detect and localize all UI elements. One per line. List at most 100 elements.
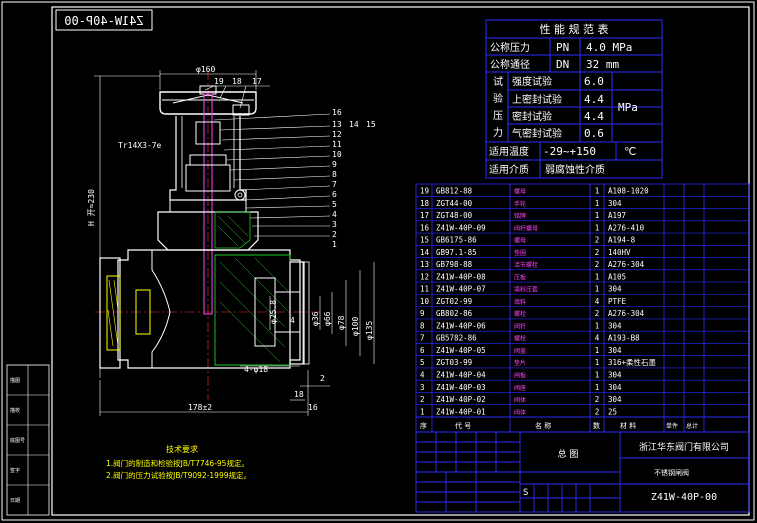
- bom-cell-code: Z41W-40P-07: [436, 285, 486, 294]
- bom-cell-code: GB812-88: [436, 187, 473, 196]
- dim-d135: φ135: [365, 321, 374, 340]
- dim-length: 178±2: [188, 403, 212, 412]
- bom-cell-code: ZGT03-99: [436, 358, 472, 367]
- leader-7: 7: [332, 180, 337, 189]
- bom-cell-material: PTFE: [608, 297, 627, 306]
- spec-table: 性 能 规 范 表 公称压力 PN 4.0 MPa 公称通径 DN 32 mm …: [485, 19, 663, 179]
- bom-cell-code: Z41W-40P-09: [436, 223, 486, 232]
- bom-cell-qty: 1: [595, 272, 600, 281]
- bom-cell-material: A193-B8: [608, 334, 640, 343]
- bom-cell-no: 11: [420, 285, 429, 294]
- valve-drawing: 16 13 14 15 12 11 10 9 8 7 6 5 4 3 2 1 1…: [87, 65, 376, 416]
- title-block: 总 图 浙江华东阀门有限公司 不锈钢闸阀 Z41W-40P-00 S: [415, 431, 750, 513]
- bom-cell-code: Z41W-40P-08: [436, 272, 486, 281]
- spec-pressure-label: 公称压力: [490, 41, 530, 54]
- bom-cell-material: A194-8: [608, 236, 636, 245]
- company-name: 浙江华东阀门有限公司: [639, 441, 729, 453]
- dim-d66: φ66: [323, 311, 332, 326]
- bom-cell-name: 螺栓: [514, 335, 526, 343]
- drawing-frame: [51, 6, 750, 516]
- bom-cell-code: Z41W-40P-04: [436, 371, 486, 380]
- bom-cell-qty: 1: [595, 371, 600, 380]
- spec-diameter-value: 32 mm: [586, 58, 619, 71]
- bom-cell-no: 6: [420, 346, 425, 355]
- test-strength-label: 强度试验: [512, 75, 552, 88]
- bom-header-name: 名 称: [535, 421, 551, 430]
- bom-cell-qty: 1: [595, 358, 600, 367]
- bom-cell-no: 3: [420, 383, 425, 392]
- bom-cell-no: 13: [420, 260, 429, 269]
- bom-cell-qty: 1: [595, 383, 600, 392]
- mirrored-code-box: Z41W-40P-00: [55, 9, 153, 31]
- stamp-label-2: 底图号: [10, 437, 25, 444]
- dim-4: 4: [290, 316, 295, 325]
- valve-body: [117, 249, 301, 369]
- bom-cell-name: 压板: [514, 273, 526, 281]
- mirrored-drawing-code: Z41W-40P-00: [64, 14, 143, 28]
- dimension-labels: φ160 Tr14X3-7e H 开≈230 178±2 φ135 φ100 φ…: [87, 65, 374, 412]
- bom-cell-material: 304: [608, 371, 622, 380]
- spec-diameter-symbol: DN: [556, 58, 569, 71]
- leader-9: 9: [332, 160, 337, 169]
- bom-cell-no: 12: [420, 272, 429, 281]
- leader-10: 10: [332, 150, 342, 159]
- bom-cell-no: 19: [420, 187, 429, 196]
- bom-cell-material: 304: [608, 321, 622, 330]
- leader-5: 5: [332, 200, 337, 209]
- bom-cell-code: Z41W-40P-01: [436, 407, 486, 416]
- stamp-label-4: 日期: [10, 498, 20, 504]
- bom-cell-name: 手轮: [514, 200, 526, 208]
- leader-15: 15: [366, 120, 376, 129]
- bom-cell-code: GB802-86: [436, 309, 473, 318]
- bom-cell-qty: 1: [595, 223, 600, 232]
- bom-cell-no: 18: [420, 199, 430, 208]
- bom-header-material: 材 料: [620, 421, 636, 430]
- tech-note-1: 1.阀门的制造和检验按JB/T7746-95规定。: [106, 458, 249, 468]
- title-drawing-code: Z41W-40P-00: [651, 492, 717, 503]
- leader-labels-top: 19 18 17: [204, 77, 270, 109]
- dimensions: [94, 70, 375, 416]
- leader-1: 1: [332, 240, 337, 249]
- test-group-char-2: 验: [493, 92, 503, 105]
- bom-cell-name: 填料: [514, 298, 526, 306]
- bom-cell-name: 阀盖: [514, 347, 526, 355]
- leader-16: 16: [332, 108, 342, 117]
- bom-cell-name: 闸板: [514, 372, 526, 380]
- bom-cell-material: 304: [608, 383, 622, 392]
- bom-cell-no: 7: [420, 334, 425, 343]
- dim-d36: φ36: [311, 311, 320, 326]
- bom-cell-code: ZGT44-00: [436, 199, 473, 208]
- bom-cell-no: 9: [420, 309, 425, 318]
- bom-cell-name: 阀杆螺母: [514, 224, 538, 232]
- bom-cell-name: 填料压套: [514, 286, 538, 294]
- bom-cell-qty: 1: [595, 187, 600, 196]
- title-seal-label: 总 图: [558, 448, 579, 460]
- stamp-label-0: 描图: [10, 377, 20, 384]
- test-air-seal-label: 气密封试验: [512, 127, 562, 140]
- stage-letter: S: [523, 488, 528, 498]
- bom-cell-name: 螺母: [514, 188, 526, 196]
- bom-cell-no: 17: [420, 211, 429, 220]
- dim-d78: φ78: [337, 315, 346, 330]
- test-strength-value: 6.0: [584, 75, 604, 88]
- bom-cell-no: 16: [420, 223, 430, 232]
- leader-6: 6: [332, 190, 337, 199]
- bom-cell-no: 5: [420, 358, 425, 367]
- bom-cell-no: 10: [420, 297, 430, 306]
- bom-header-no: 序: [420, 421, 427, 430]
- test-group-char-1: 试: [493, 75, 503, 88]
- leader-3: 3: [332, 220, 337, 229]
- bom-cell-material: 304: [608, 395, 622, 404]
- handwheel: [159, 85, 257, 116]
- bom-header-qty: 数: [593, 421, 600, 430]
- bom-cell-material: A108-1020: [608, 187, 649, 196]
- bom-cell-qty: 1: [595, 199, 600, 208]
- bom-cell-code: Z41W-40P-06: [436, 321, 486, 330]
- dim-18: 18: [294, 390, 304, 399]
- bom-cell-qty: 4: [595, 334, 600, 343]
- tech-notes-title: 技术要求: [166, 444, 198, 454]
- bonnet: [157, 199, 259, 251]
